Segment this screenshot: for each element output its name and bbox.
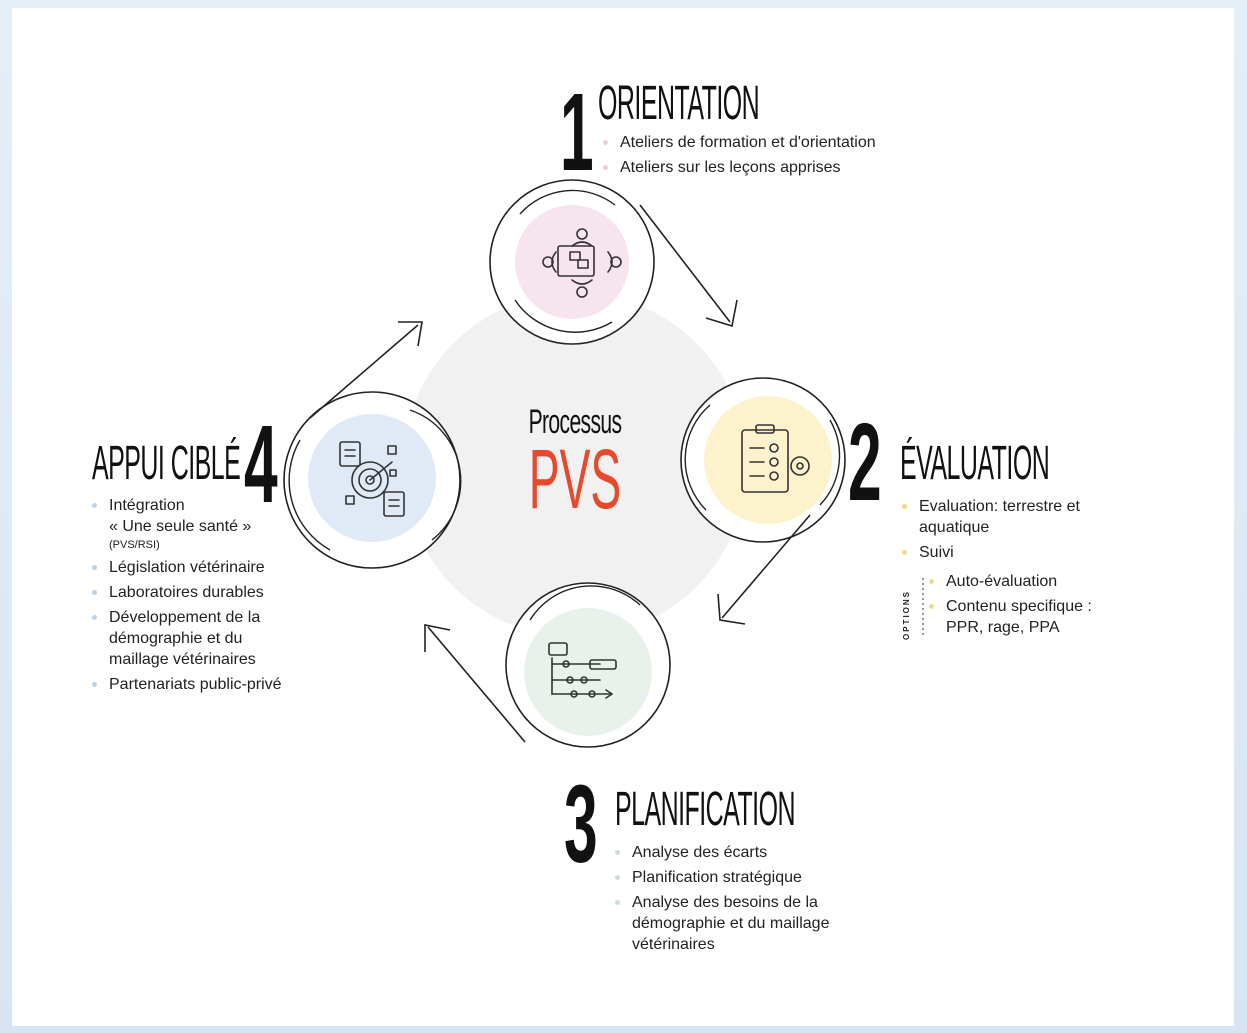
step1-title: ORIENTATION xyxy=(598,77,760,130)
list-item: Analyse des besoins de la démographie et… xyxy=(615,892,830,955)
list-item-subtext: « Une seule santé » xyxy=(109,518,252,535)
list-item: Partenariats public-privé xyxy=(92,674,292,695)
arrow-4-to-1 xyxy=(309,324,419,419)
arrow-2-to-3 xyxy=(721,514,811,619)
options-label: OPTIONS xyxy=(902,589,911,640)
arrow-1-to-2 xyxy=(639,204,731,323)
list-item: Auto-évaluation xyxy=(929,571,1129,592)
list-item: Législation vétérinaire xyxy=(92,557,292,578)
center-line2: PVS xyxy=(528,432,622,526)
step2-options-list: Auto-évaluation Contenu specifique : PPR… xyxy=(929,571,1129,642)
center-label: Processus PVS xyxy=(490,405,660,521)
list-item: Planification stratégique xyxy=(615,867,830,888)
target-documents-icon xyxy=(339,441,405,517)
step3-number: 3 xyxy=(564,763,598,886)
list-item: Développement de la démographie et du ma… xyxy=(92,607,292,670)
step4-number: 4 xyxy=(244,403,278,526)
list-item: Analyse des écarts xyxy=(615,842,830,863)
list-item: Contenu specifique : PPR, rage, PPA xyxy=(929,596,1129,638)
list-item: Ateliers sur les leçons apprises xyxy=(603,157,933,178)
step1-number: 1 xyxy=(560,71,594,194)
step4-title: APPUI CIBLÉ xyxy=(92,437,241,490)
roadmap-plan-icon xyxy=(548,642,617,699)
list-item: Evaluation: terrestre et aquatique xyxy=(902,496,1107,538)
list-item-note: (PVS/RSI) xyxy=(109,539,160,551)
step2-inner-circle xyxy=(704,396,832,524)
step4-list: Intégration « Une seule santé » (PVS/RSI… xyxy=(92,495,292,699)
list-item: Intégration « Une seule santé » (PVS/RSI… xyxy=(92,495,292,553)
step3-list: Analyse des écarts Planification stratég… xyxy=(615,842,830,959)
checklist-gear-icon xyxy=(741,424,810,493)
step1-inner-circle xyxy=(515,205,629,319)
list-item: Suivi xyxy=(902,542,1107,563)
list-item: Laboratoires durables xyxy=(92,582,292,603)
list-item-text: Intégration xyxy=(109,497,185,514)
step2-number: 2 xyxy=(848,401,882,524)
list-item: Ateliers de formation et d'orientation xyxy=(603,132,933,153)
center-line1: Processus xyxy=(528,403,622,441)
step3-inner-circle xyxy=(524,608,652,736)
step2-title: ÉVALUATION xyxy=(900,437,1050,490)
workshop-meeting-icon xyxy=(542,228,622,298)
step3-title: PLANIFICATION xyxy=(615,783,796,836)
center-disc xyxy=(403,293,747,637)
step1-list: Ateliers de formation et d'orientation A… xyxy=(603,132,933,182)
step2-list: Evaluation: terrestre et aquatique Suivi xyxy=(902,496,1107,567)
arrow-3-to-4 xyxy=(427,626,526,743)
